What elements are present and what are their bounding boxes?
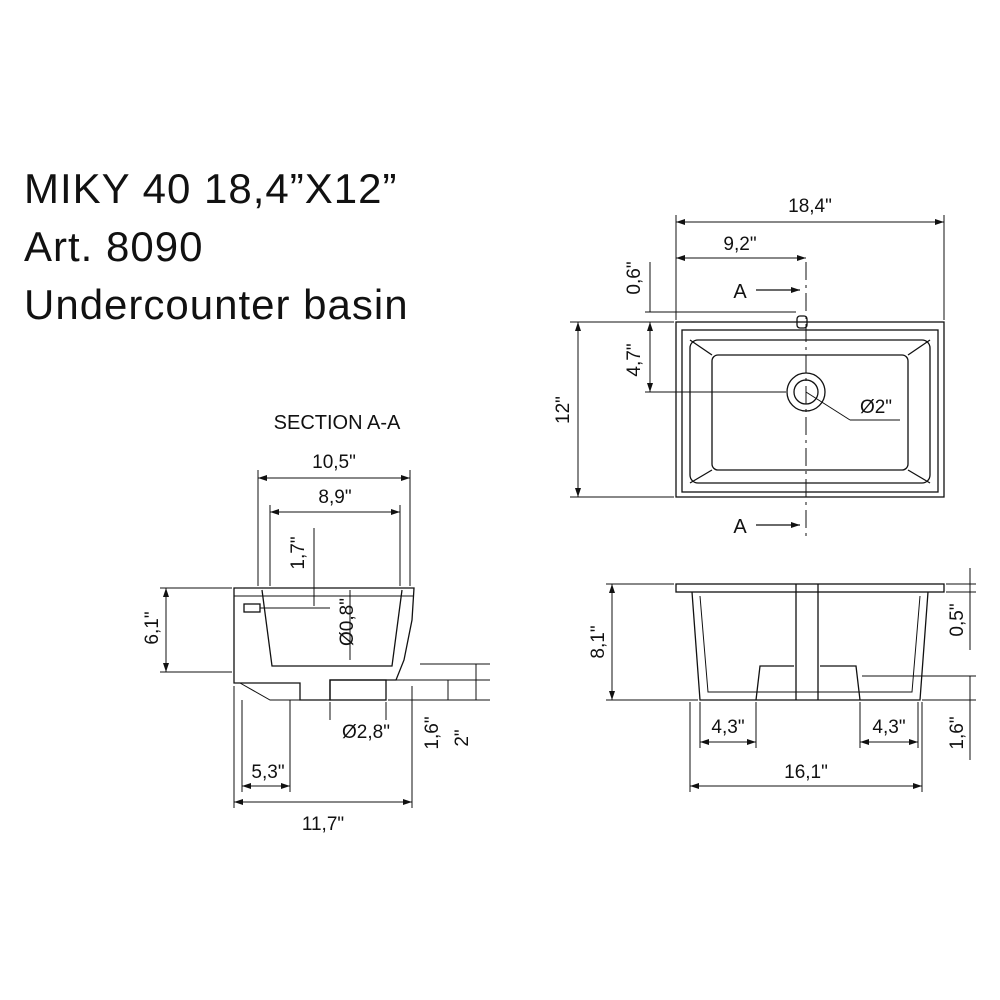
section-mark-top: A — [733, 281, 747, 303]
front-foot-left — [755, 665, 794, 701]
model-title: MIKY 40 18,4”X12” — [24, 165, 398, 212]
section-mark-bottom: A — [733, 516, 747, 538]
dim-rim-thickness-label: 0,5" — [947, 603, 968, 636]
dim-inner-width-label: 8,9" — [318, 487, 351, 508]
bowl-corner-tl — [689, 339, 713, 356]
drain-diameter-label: Ø2" — [860, 397, 892, 418]
dim-half-width-label: 9,2" — [723, 234, 756, 255]
section-foot — [239, 682, 300, 701]
dim-drain-offset-label: 4,7" — [624, 343, 645, 376]
dim-front-foot-height-label: 1,6" — [947, 716, 968, 749]
bowl-corner-br — [907, 469, 931, 484]
dim-width-label: 18,4" — [788, 196, 832, 217]
top-view-labels: 18,4" 9,2" 0,6" 4,7" 12" Ø2" A A — [553, 196, 892, 538]
dim-top-width-label: 10,5" — [312, 452, 356, 473]
dim-overflow-offset-label: 1,7" — [288, 536, 309, 569]
top-view — [570, 215, 945, 540]
section-drain — [329, 679, 387, 701]
drain-leader — [805, 391, 851, 421]
overflow-diameter-label: Ø0,8" — [337, 598, 358, 646]
dim-bottom-width-label: 16,1" — [784, 762, 828, 783]
dim-overall-width-label: 11,7" — [302, 814, 344, 835]
front-foot-right — [820, 665, 861, 701]
dim-depth-label: 12" — [553, 396, 574, 424]
overflow-channel — [243, 603, 261, 613]
title-block: MIKY 40 18,4”X12” Art. 8090 Undercounter… — [24, 160, 409, 334]
product-type: Undercounter basin — [24, 281, 409, 328]
section-title: SECTION A-A — [274, 412, 401, 434]
dim-foot-height-label: 1,6" — [422, 716, 443, 749]
section-body-outer — [233, 587, 415, 701]
front-bowl — [691, 591, 929, 701]
basin-outline — [675, 321, 945, 498]
section-bowl-inner — [261, 589, 403, 667]
overflow-hole — [796, 315, 808, 329]
front-view-labels: 8,1" 0,5" 1,6" 4,3" 4,3" 16,1" — [588, 603, 968, 783]
front-bowl-inner — [699, 595, 921, 693]
bowl-corner-tr — [907, 339, 931, 356]
dim-rim-offset-label: 0,6" — [624, 261, 645, 294]
section-view — [160, 470, 490, 808]
dim-drain-position-label: 5,3" — [251, 762, 284, 783]
dim-height-label: 6,1" — [142, 611, 163, 644]
front-rim — [675, 583, 945, 593]
basin-bowl-outer — [689, 339, 931, 484]
dim-right-foot-label: 4,3" — [872, 717, 905, 738]
basin-rim — [681, 329, 939, 493]
bowl-corner-bl — [689, 469, 713, 484]
drain-diameter-label: Ø2,8" — [342, 722, 390, 743]
basin-bowl-inner — [711, 354, 909, 471]
dim-base-height-label: 2" — [452, 729, 473, 746]
dim-front-height-label: 8,1" — [588, 625, 609, 658]
section-view-labels: 10,5" 8,9" 1,7" 6,1" Ø0,8" Ø2,8" 1,6" 2"… — [142, 452, 473, 835]
dim-left-foot-label: 4,3" — [711, 717, 744, 738]
front-view — [606, 568, 976, 792]
article-number: Art. 8090 — [24, 223, 204, 270]
